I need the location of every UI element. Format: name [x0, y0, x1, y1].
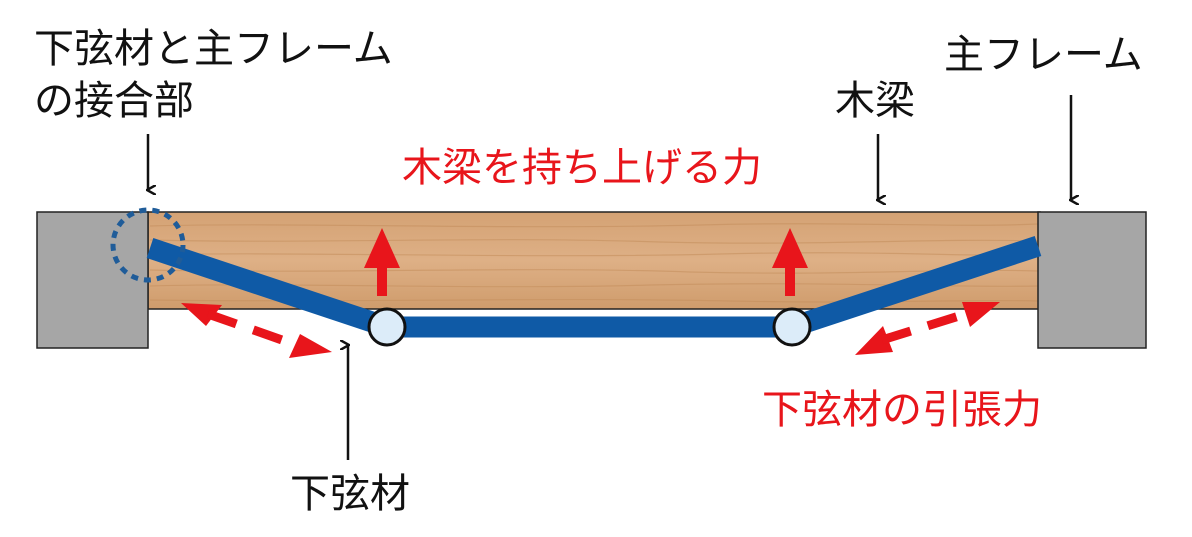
force-arrow-icon — [364, 228, 400, 296]
chord-node-left — [367, 307, 407, 347]
joint-label-line2: の接合部 — [34, 78, 194, 124]
tension-arrow-left — [181, 303, 332, 358]
joint-label-line1: 下弦材と主フレーム — [34, 26, 393, 72]
tension-label: 下弦材の引張力 — [762, 387, 1042, 433]
main-frame-label: 主フレーム — [944, 32, 1143, 78]
main-frame-left — [36, 211, 149, 349]
force-arrow-icon — [772, 228, 808, 296]
dotted-circle-icon — [110, 207, 186, 283]
main-frame-right — [1037, 211, 1147, 349]
lower-chord — [146, 236, 1042, 338]
chord-node-right — [772, 307, 812, 347]
lower-chord-label: 下弦材 — [290, 471, 410, 517]
tension-arrow-right — [855, 302, 1000, 355]
wood-beam-label: 木梁 — [835, 78, 915, 124]
lifting-force-label: 木梁を持ち上げる力 — [402, 145, 762, 191]
